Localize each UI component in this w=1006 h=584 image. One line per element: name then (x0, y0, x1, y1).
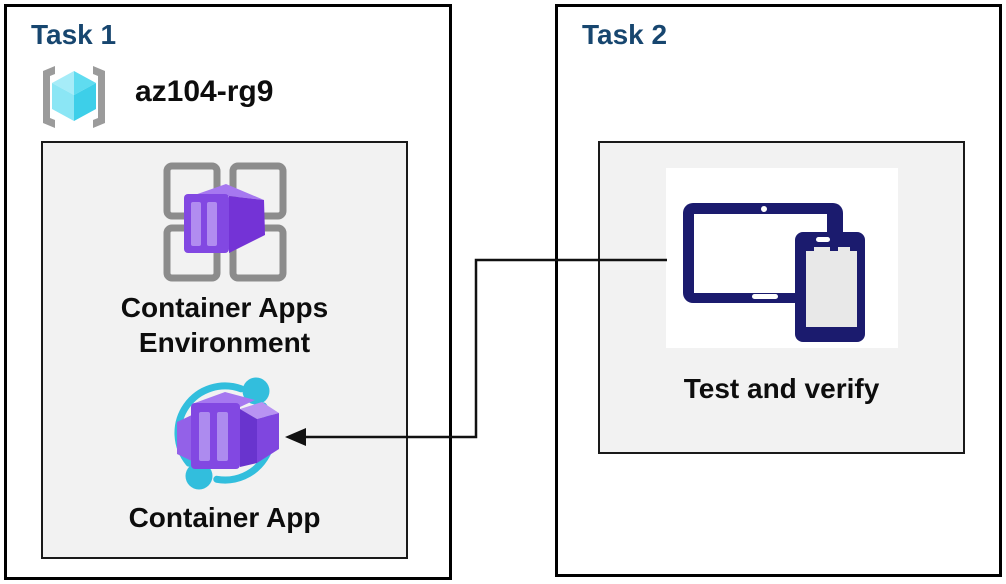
container-apps-environment-label: Container Apps Environment (120, 292, 329, 358)
resource-group-name: az104-rg9 (135, 75, 274, 108)
task1-box: Task 1 az104-rg9 (4, 4, 452, 580)
devices-icon (666, 168, 898, 348)
container-app-label: Container App (128, 502, 321, 533)
task2-box: Task 2 Test and verify (555, 4, 1002, 577)
task2-inner-box: Test and verify (598, 141, 965, 454)
test-and-verify-label: Test and verify (683, 373, 880, 404)
container-app-icon (165, 373, 285, 498)
task1-inner-box: Container Apps Environment (41, 141, 408, 559)
container-apps-environment-icon (159, 158, 291, 291)
task1-title: Task 1 (31, 19, 117, 50)
task2-title: Task 2 (582, 19, 668, 50)
resource-group-icon (33, 63, 115, 136)
